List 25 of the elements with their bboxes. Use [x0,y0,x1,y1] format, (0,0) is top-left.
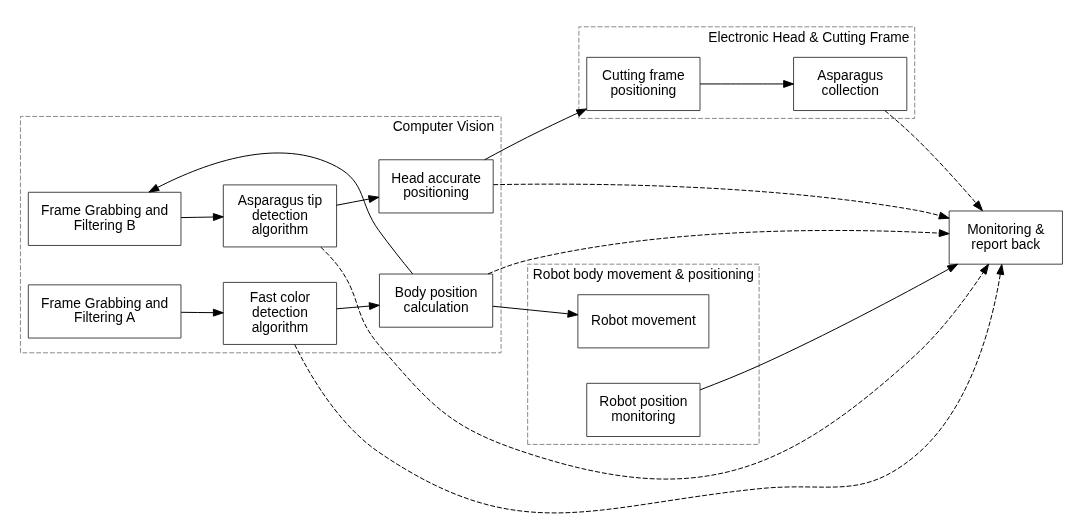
node-box: Asparagus collection [793,56,908,111]
arrow [180,213,224,221]
node-box: Robot position monitoring [586,382,701,437]
arrow [294,264,1005,514]
node-box: Asparagus tip detection algorithm [222,184,338,248]
arrow [884,110,983,212]
arrow [148,152,414,275]
arrow [180,308,224,317]
arrow [320,246,990,480]
node-box: Frame Grabbing and Filtering B [27,191,182,246]
node-box: Body position calculation [378,273,494,328]
arrow [699,263,959,391]
node-box: Head accurate positioning [378,159,494,214]
node-box: Frame Grabbing and Filtering A [27,284,182,339]
arrow [484,108,588,161]
arrow [699,80,794,88]
arrow [487,229,950,275]
node-box: Robot movement [577,294,710,349]
arrow [336,302,380,310]
node-box: Monitoring & report back [948,210,1063,265]
node-box: Fast color detection algorithm [222,281,338,345]
node-box: Cutting frame positioning [586,56,701,111]
arrow [492,305,579,318]
arrow [336,195,380,206]
arrow [492,183,950,220]
